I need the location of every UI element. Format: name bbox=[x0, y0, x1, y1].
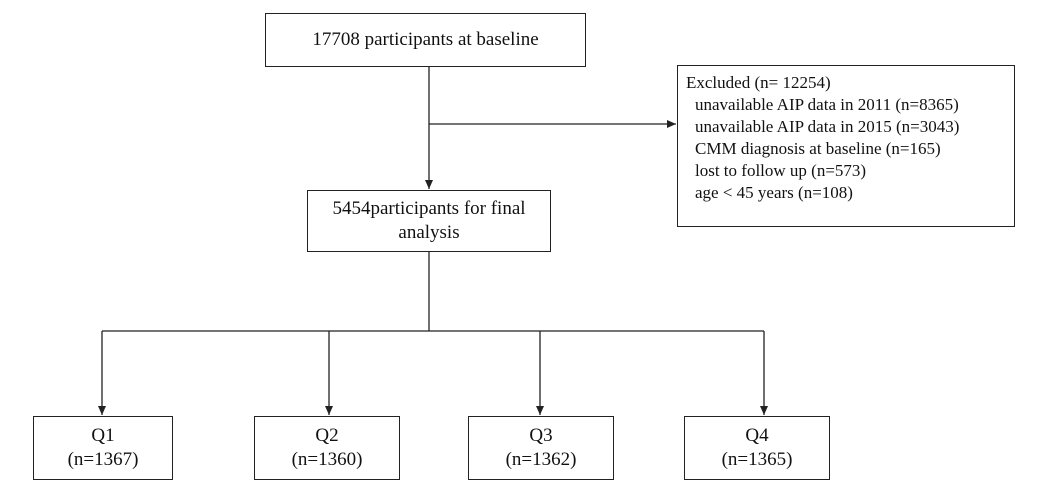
baseline-box: 17708 participants at baseline bbox=[265, 13, 586, 67]
excluded-item-cmm: CMM diagnosis at baseline (n=165) bbox=[695, 139, 941, 158]
q3-box: Q3 (n=1362) bbox=[468, 416, 614, 480]
baseline-label: 17708 participants at baseline bbox=[312, 29, 539, 50]
q2-count: (n=1360) bbox=[291, 449, 363, 470]
excluded-item-age: age < 45 years (n=108) bbox=[695, 183, 853, 202]
excluded-box: Excluded (n= 12254) unavailable AIP data… bbox=[677, 65, 1015, 227]
q4-box: Q4 (n=1365) bbox=[684, 416, 830, 480]
final-analysis-line1: 5454participants for final bbox=[332, 198, 526, 219]
q2-box: Q2 (n=1360) bbox=[254, 416, 400, 480]
q3-label: Q3 bbox=[529, 425, 553, 446]
q3-count: (n=1362) bbox=[505, 449, 577, 470]
final-analysis-line2: analysis bbox=[398, 222, 460, 243]
q4-count: (n=1365) bbox=[721, 449, 793, 470]
excluded-item-aip-2011: unavailable AIP data in 2011 (n=8365) bbox=[695, 95, 959, 114]
q1-count: (n=1367) bbox=[67, 449, 139, 470]
excluded-title: Excluded (n= 12254) bbox=[686, 73, 831, 92]
q1-label: Q1 bbox=[91, 425, 115, 446]
excluded-item-aip-2015: unavailable AIP data in 2015 (n=3043) bbox=[695, 117, 960, 136]
final-analysis-box: 5454participants for final analysis bbox=[307, 190, 551, 252]
q1-box: Q1 (n=1367) bbox=[33, 416, 173, 480]
q4-label: Q4 bbox=[745, 425, 769, 446]
excluded-item-lost-follow-up: lost to follow up (n=573) bbox=[695, 161, 867, 180]
q2-label: Q2 bbox=[315, 425, 339, 446]
